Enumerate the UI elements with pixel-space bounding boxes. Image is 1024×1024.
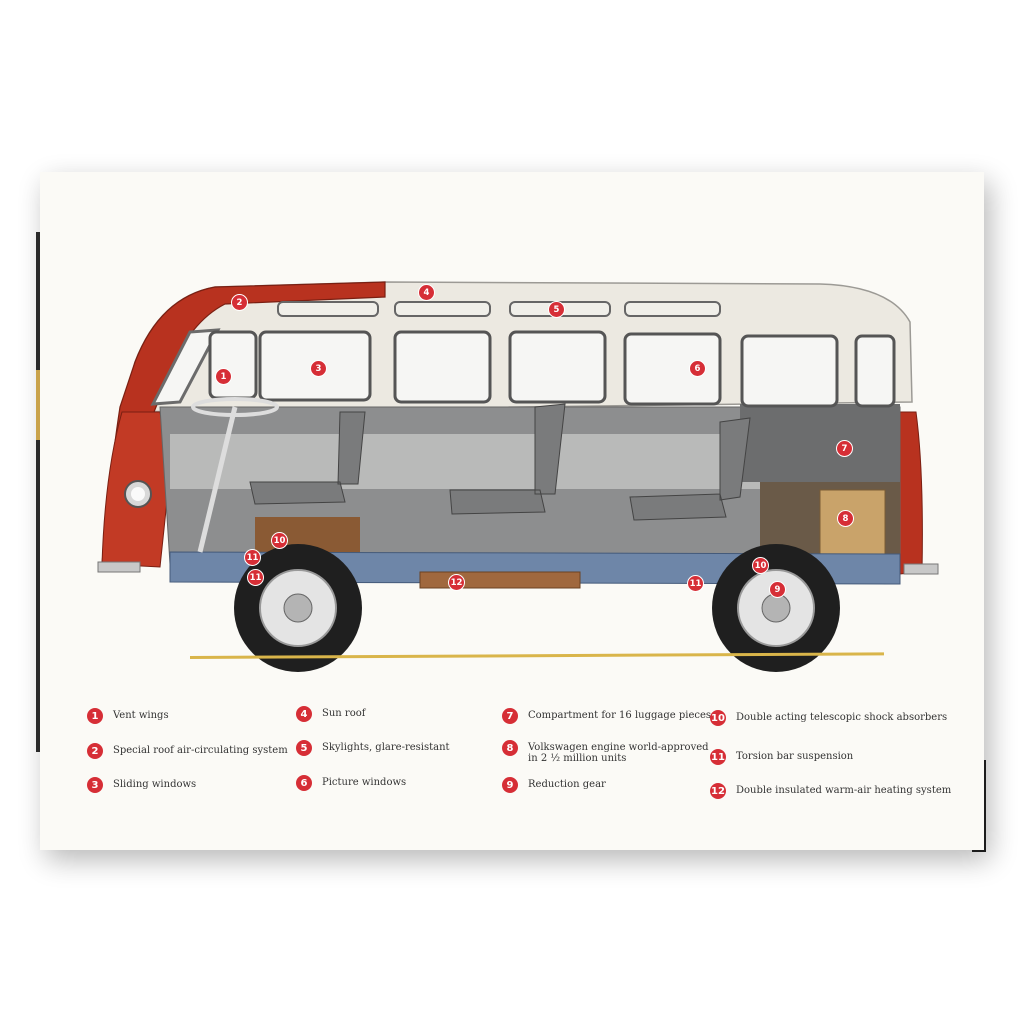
legend-item: 12 Double insulated warm-air heating sys… [710,783,951,799]
legend-item: 6 Picture windows [296,775,406,791]
legend-badge: 6 [296,775,312,791]
callout-11: 11 [247,569,264,586]
legend-badge: 1 [87,708,103,724]
legend-item: 4 Sun roof [296,706,365,722]
window-4 [623,332,722,406]
legend-label: Picture windows [322,777,407,788]
steering-column [197,406,238,553]
callout-3: 3 [310,360,327,377]
legend-label: Volkswagen engine world-approved in 2 ½ … [528,742,709,764]
window-6 [854,334,896,408]
legend-badge: 3 [87,777,103,793]
legend-label: Vent wings [113,710,169,721]
skylight-4 [624,301,721,317]
callout-7: 7 [836,440,853,457]
middle-seat [449,403,566,515]
legend-item: 7 Compartment for 16 luggage pieces [502,708,711,724]
legend-label: Special roof air-circulating system [113,745,288,756]
legend-item: 5 Skylights, glare-resistant [296,740,450,756]
front-hub [283,593,313,623]
callout-4: 4 [418,284,435,301]
driver-seat [249,411,366,505]
legend-label: Skylights, glare-resistant [322,742,450,753]
legend-item: 8 Volkswagen engine world-approved in 2 … [502,740,709,764]
brochure-page: 1 2 3 4 5 6 7 8 9 10 11 11 10 11 12 9 1 … [40,172,984,850]
legend-badge: 11 [710,749,726,765]
legend-badge: 5 [296,740,312,756]
legend-badge: 12 [710,783,726,799]
legend-label: Double acting telescopic shock absorbers [736,712,948,723]
window-3 [508,330,607,404]
callout-5: 5 [548,301,565,318]
front-bumper [97,561,141,573]
legend-item: 3 Sliding windows [87,777,196,793]
legend-item: 1 Vent wings [87,708,169,724]
legend-item: 2 Special roof air-circulating system [87,743,288,759]
legend-label: Double insulated warm-air heating system [736,785,952,796]
callout-1: 1 [215,368,232,385]
adjacent-page-edge [36,232,42,752]
legend-label: Reduction gear [528,779,606,790]
luggage-compartment [740,404,900,482]
legend-badge: 10 [710,710,726,726]
legend-label: Sliding windows [113,779,197,790]
legend-item: 11 Torsion bar suspension [710,749,853,765]
callout-11: 11 [687,575,704,592]
callout-11: 11 [244,549,261,566]
headlight-lens [131,487,145,501]
window-2 [393,330,492,404]
legend-label: Compartment for 16 luggage pieces [528,710,712,721]
callout-12: 12 [448,574,465,591]
legend-badge: 4 [296,706,312,722]
engine-block [819,489,886,561]
skylight-1 [277,301,379,317]
rear-seat [629,417,751,521]
callout-9: 9 [769,581,786,598]
legend-badge: 7 [502,708,518,724]
callout-2: 2 [231,294,248,311]
legend-label: Sun roof [322,708,366,719]
callout-10: 10 [752,557,769,574]
window-5 [740,334,839,408]
legend-label: Torsion bar suspension [736,751,854,762]
legend-badge: 2 [87,743,103,759]
callout-6: 6 [689,360,706,377]
legend-badge: 8 [502,740,518,756]
windshield [150,328,221,406]
legend-badge: 9 [502,777,518,793]
rear-bumper [903,563,939,575]
callout-10: 10 [271,532,288,549]
skylight-2 [394,301,491,317]
legend: 1 Vent wings 2 Special roof air-circulat… [40,172,984,850]
callout-8: 8 [837,510,854,527]
legend-item: 9 Reduction gear [502,777,606,793]
adjacent-page-edge-accent [36,370,42,440]
legend-item: 10 Double acting telescopic shock absorb… [710,710,947,726]
